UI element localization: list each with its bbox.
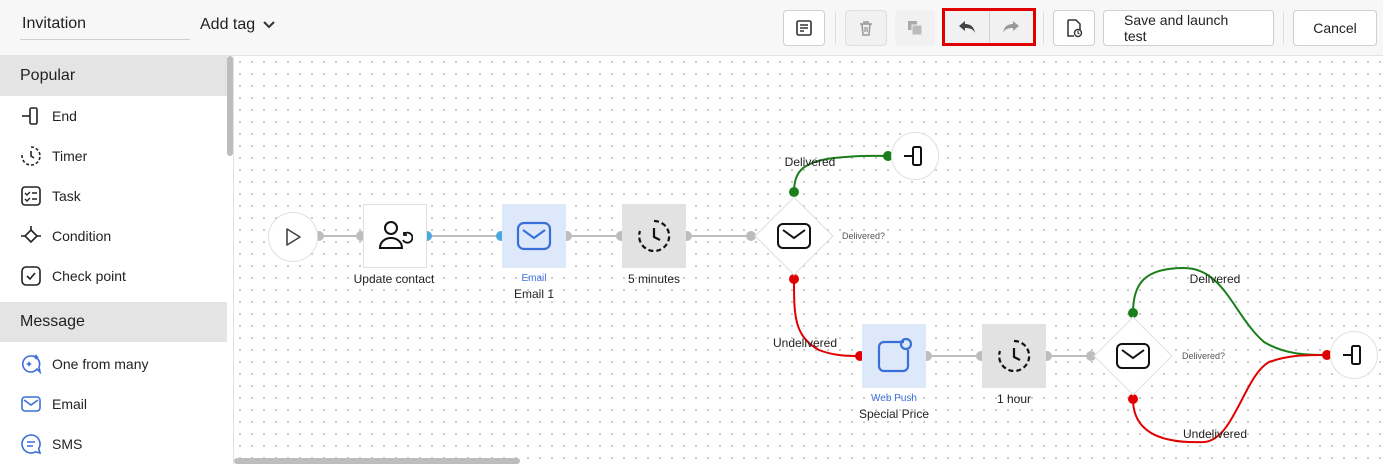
undo-button[interactable]	[945, 11, 990, 43]
undo-icon	[958, 21, 975, 33]
toolbar-divider	[835, 12, 836, 44]
timer-label: 5 minutes	[627, 272, 681, 286]
web-push-type-label: Web Push	[871, 393, 917, 404]
save-and-launch-test-button[interactable]: Save and launch test	[1103, 10, 1274, 46]
history-button[interactable]	[1053, 10, 1095, 46]
undo-redo-group	[942, 8, 1036, 46]
sidebar-scrollbar[interactable]	[227, 56, 233, 156]
toolbar: Invitation Add tag Save and launch test …	[0, 0, 1383, 56]
email-node[interactable]	[502, 204, 566, 268]
section-message: Message	[0, 302, 227, 342]
timer-icon	[998, 339, 1031, 373]
palette-item-label: Condition	[52, 228, 112, 244]
document-history-icon	[1067, 19, 1083, 38]
update-contact-node[interactable]	[363, 204, 427, 268]
canvas-horizontal-scrollbar[interactable]	[234, 458, 520, 464]
end-icon	[1343, 345, 1361, 365]
user-sync-icon	[378, 221, 413, 249]
palette-item-label: Check point	[52, 268, 126, 284]
note-icon	[796, 20, 812, 36]
palette-item-label: SMS	[52, 436, 83, 452]
redo-icon	[1003, 21, 1020, 33]
check-email-icon	[774, 221, 814, 251]
redo-button[interactable]	[990, 11, 1034, 43]
delivery-question-label: Delivered?	[842, 231, 886, 241]
add-tag-label: Add tag	[200, 16, 256, 33]
section-popular: Popular	[0, 56, 227, 96]
end-node[interactable]	[1330, 331, 1378, 379]
palette-item-task[interactable]: Task	[0, 176, 233, 216]
task-icon	[21, 186, 41, 206]
timer-node[interactable]	[622, 204, 686, 268]
play-icon	[286, 228, 301, 246]
palette-item-label: Task	[52, 188, 81, 204]
trash-icon	[860, 21, 872, 36]
palette-item-label: Timer	[52, 148, 88, 164]
undelivered-branch-label: Undelivered	[772, 336, 838, 350]
check-point-icon	[21, 266, 41, 286]
palette-item-label: One from many	[52, 356, 149, 372]
delivery-question-label: Delivered?	[1182, 351, 1226, 361]
timer-label: 1 hour	[996, 392, 1032, 406]
undelivered-branch-label: Undelivered	[1182, 427, 1248, 441]
start-node[interactable]	[268, 212, 318, 262]
condition-icon	[21, 226, 41, 244]
palette-item-end[interactable]: End	[0, 96, 233, 136]
palette-item-check-point[interactable]: Check point	[0, 256, 233, 296]
copy-icon	[908, 21, 923, 36]
end-node[interactable]	[891, 132, 939, 180]
end-icon	[904, 146, 922, 166]
email-name-label: Email 1	[513, 287, 555, 301]
web-push-icon	[877, 337, 913, 373]
palette-item-label: Email	[52, 396, 88, 412]
one-from-many-icon	[22, 354, 42, 375]
flow-canvas[interactable]: Update contact Email Email 1 5 minutes D…	[234, 56, 1383, 464]
palette-item-label: End	[52, 108, 77, 124]
cancel-button[interactable]: Cancel	[1293, 10, 1377, 46]
palette-item-sms[interactable]: SMS	[0, 424, 233, 464]
add-tag-dropdown[interactable]: Add tag	[200, 10, 275, 40]
campaign-name-input[interactable]: Invitation	[20, 10, 190, 40]
chevron-down-icon	[263, 21, 275, 29]
email-icon	[21, 396, 41, 412]
delivered-branch-label: Delivered	[1189, 272, 1241, 286]
delete-button[interactable]	[845, 10, 887, 46]
toolbar-divider	[1283, 12, 1284, 44]
component-palette: Popular End Timer Task Condition Check p…	[0, 56, 234, 464]
palette-item-one-from-many[interactable]: One from many	[0, 344, 233, 384]
copy-button[interactable]	[895, 10, 935, 46]
end-icon	[22, 107, 38, 125]
web-push-node[interactable]	[862, 324, 926, 388]
palette-item-email[interactable]: Email	[0, 384, 233, 424]
update-contact-label: Update contact	[353, 272, 435, 286]
check-email-icon	[1113, 341, 1153, 371]
email-type-label: Email	[521, 273, 547, 284]
sms-icon	[21, 434, 42, 455]
palette-item-condition[interactable]: Condition	[0, 216, 233, 256]
delivered-branch-label: Delivered	[784, 155, 836, 169]
timer-node[interactable]	[982, 324, 1046, 388]
palette-item-timer[interactable]: Timer	[0, 136, 233, 176]
web-push-name-label: Special Price	[858, 407, 930, 421]
email-icon	[516, 221, 552, 251]
timer-icon	[638, 219, 671, 253]
notes-button[interactable]	[783, 10, 825, 46]
timer-icon	[21, 146, 41, 166]
toolbar-divider	[1043, 12, 1044, 44]
